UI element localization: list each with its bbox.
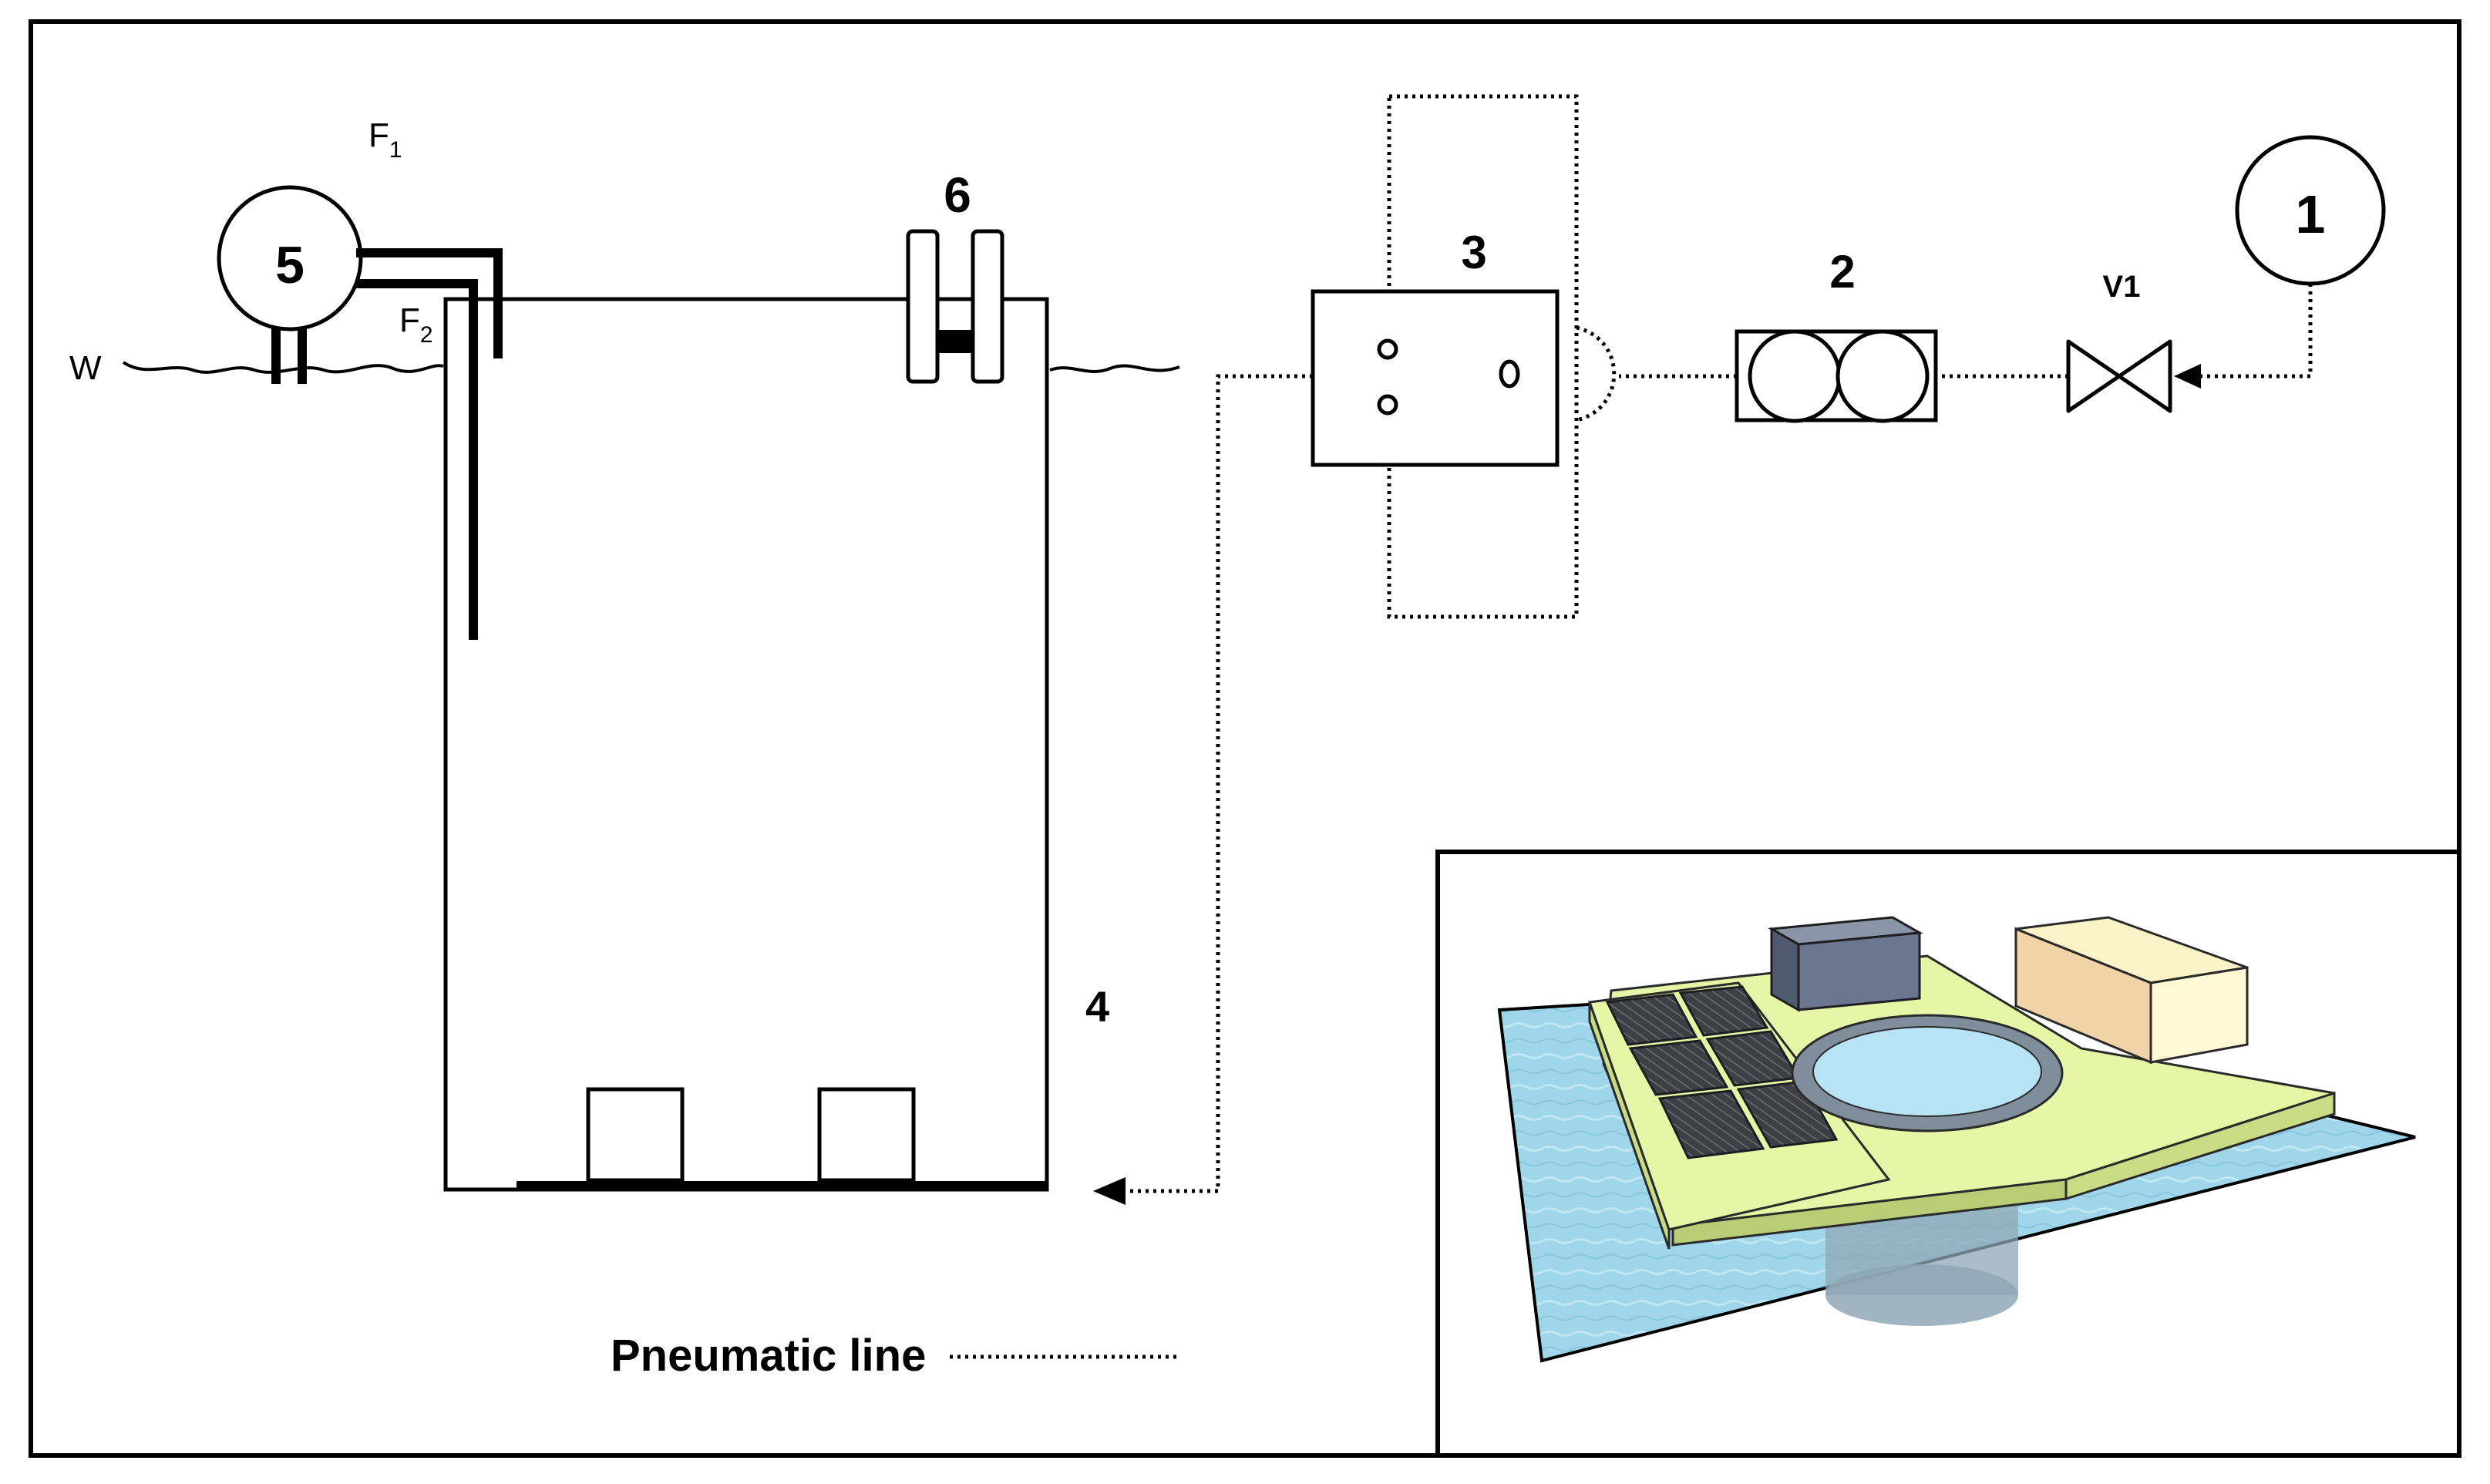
outer-frame [29,19,2461,1458]
controller-box [1311,289,1560,467]
floater-right-bar [971,229,1004,384]
label-2: 2 [1829,246,1855,298]
pipe-f2 [356,279,478,640]
arrow-into-valve [2174,364,2201,389]
label-v1: V1 [2103,270,2141,304]
pipe-f1 [356,248,503,358]
sensor-5 [217,185,363,331]
pneumatic-lines [1126,284,2313,1193]
controller-port-top [1377,338,1398,360]
compressor-rotor-left [1748,329,1842,423]
tank-block-right [817,1087,916,1183]
compressor-rotor-right [1836,329,1930,423]
water-surface-right [1049,364,1180,373]
inset-dark-box [1768,916,1923,1012]
label-f1: F1 [368,116,402,163]
inset-panel-base-side [1588,1001,1671,1250]
label-1: 1 [2296,184,2326,244]
controller-port-bottom [1377,394,1398,416]
label-f2: F2 [399,301,433,348]
inset-ring-inner [1812,1026,2042,1117]
legend-label: Pneumatic line [611,1331,926,1381]
controller-outline-dotted [1387,94,1579,619]
inset-beige-box [2014,916,2249,1065]
arrow-into-tank [1093,1177,1126,1205]
label-3: 3 [1461,227,1486,278]
inset-deck-side-front [1671,1178,2068,1247]
water-surface-left [122,361,444,374]
label-4: 4 [1085,982,1109,1031]
floater-clamp [937,330,973,353]
inset-panel [1435,850,2461,1458]
valve-v1 [2066,339,2172,413]
tank-block-left [586,1087,685,1183]
tank-4 [443,297,1049,1192]
floater-left-bar [906,229,940,384]
controller-port-right [1499,359,1520,389]
water-label: W [69,349,102,387]
controller-dotted-bump [1576,325,1617,422]
label-6: 6 [944,167,971,223]
label-5: 5 [275,236,305,294]
